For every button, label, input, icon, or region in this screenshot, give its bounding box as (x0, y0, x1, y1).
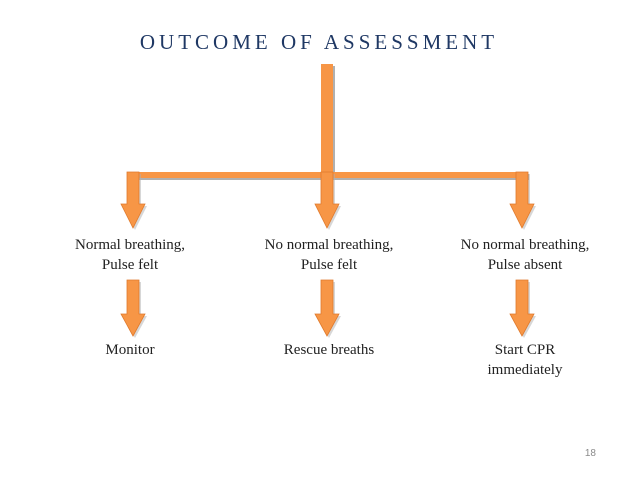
trunk-connector (321, 64, 333, 174)
action-start-cpr: Start CPR immediately (487, 342, 563, 378)
outcome-arrow-3 (509, 279, 535, 337)
branch-arrow-1 (120, 171, 146, 229)
slide-title: OUTCOME OF ASSESSMENT (139, 30, 499, 54)
action-monitor: Monitor (105, 342, 155, 358)
branch-arrow-2 (314, 171, 340, 229)
condition-no-breathing-pulse-absent: No normal breathing, Pulse absent (460, 237, 590, 273)
branch-arrow-3 (509, 171, 535, 229)
outcome-arrow-1 (120, 279, 146, 337)
page-number: 18 (584, 448, 596, 459)
condition-normal-breathing-pulse-felt: Normal breathing, Pulse felt (75, 237, 185, 273)
outcome-arrow-2 (314, 279, 340, 337)
action-rescue-breaths: Rescue breaths (283, 342, 375, 358)
condition-no-breathing-pulse-felt: No normal breathing, Pulse felt (264, 237, 394, 273)
